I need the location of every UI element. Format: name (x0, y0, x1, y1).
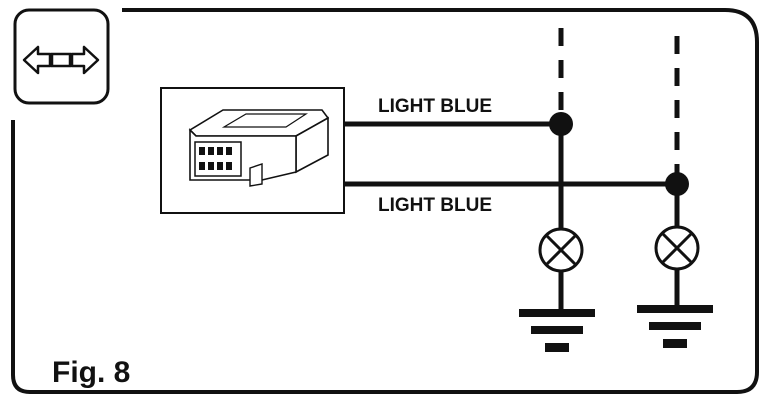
junction-dot-1 (549, 112, 573, 136)
branch-1 (519, 28, 595, 352)
figure-caption: Fig. 8 (52, 356, 130, 389)
junction-dot-2 (665, 172, 689, 196)
ground-icon (519, 309, 595, 352)
wire-1-label: LIGHT BLUE (378, 96, 492, 117)
branch-2 (637, 36, 713, 348)
ground-icon (637, 305, 713, 348)
lamp-icon (538, 227, 584, 273)
control-module-icon (188, 109, 330, 187)
diagram-frame (11, 8, 759, 394)
control-module (160, 87, 345, 214)
wire-2-label: LIGHT BLUE (378, 195, 492, 216)
lamp-icon (654, 225, 700, 271)
hazard-arrows-icon (13, 8, 110, 105)
